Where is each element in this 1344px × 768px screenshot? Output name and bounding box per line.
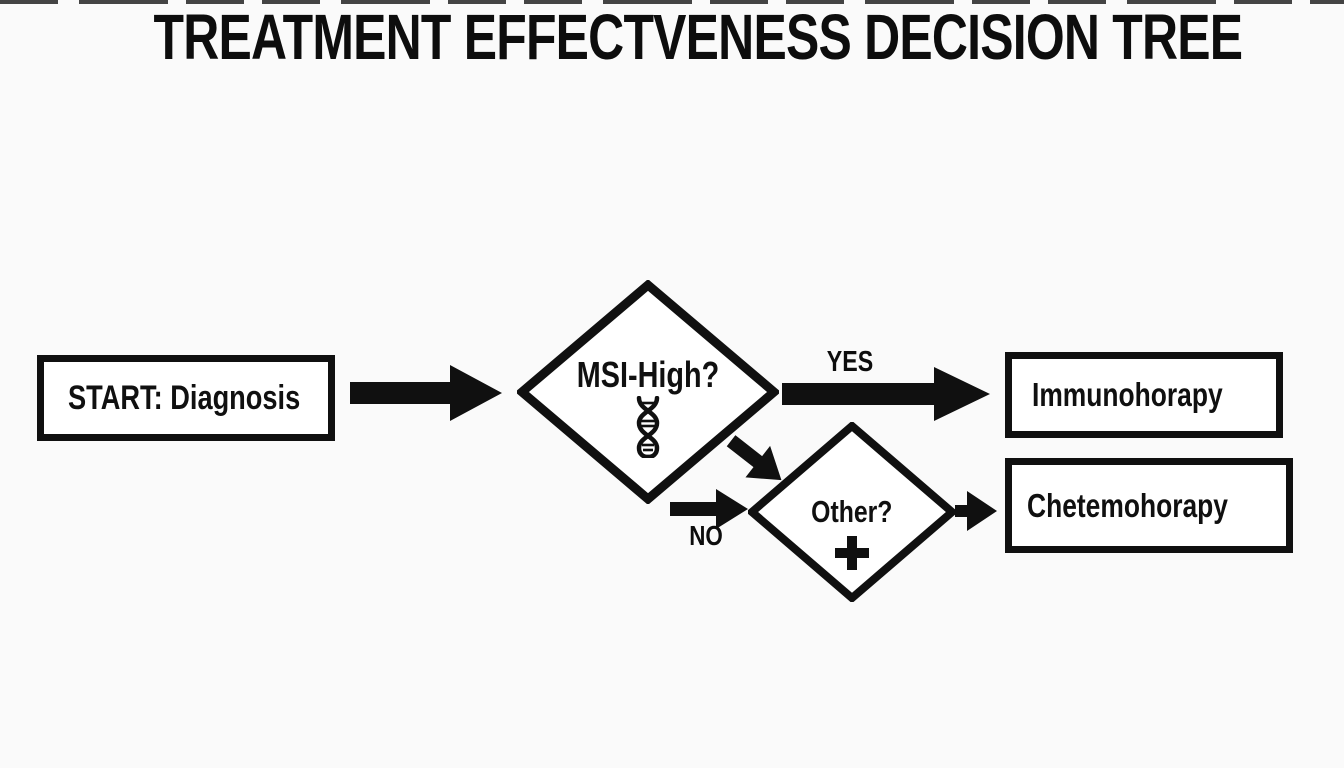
dna-helix-icon <box>631 395 665 463</box>
page-title: TREATMENT EFFECTVENESS DECISION TREE <box>0 0 1330 74</box>
arrow-start-to-msi <box>350 365 502 421</box>
node-chemotherapy-label: Chetemohorapy <box>1027 486 1228 524</box>
node-immunotherapy: Immunohorapy <box>1005 352 1283 438</box>
node-chemotherapy: Chetemohorapy <box>1005 458 1293 553</box>
node-msi-high: MSI-High? <box>517 280 779 504</box>
node-start: START: Diagnosis <box>37 355 335 441</box>
node-msi-high-label: MSI-High? <box>576 354 720 395</box>
arrow-no-to-other <box>670 489 748 529</box>
page-title-text: TREATMENT EFFECTVENESS DECISION TREE <box>153 1 1244 73</box>
arrow-other-to-chemotherapy <box>955 491 997 531</box>
node-other-label: Other? <box>811 494 893 529</box>
node-other: Other? <box>748 422 956 602</box>
diamond-shape <box>517 280 779 504</box>
diamond-shape <box>748 422 956 602</box>
edge-label-no: NO <box>689 520 723 551</box>
node-immunotherapy-label: Immunohorapy <box>1032 376 1223 413</box>
top-edge-artifact <box>0 0 1344 4</box>
plus-cross-icon <box>835 536 869 570</box>
edge-label-yes: YES <box>826 346 874 378</box>
arrow-msi-to-other-diagonal <box>726 435 782 481</box>
arrow-yes-to-immunotherapy <box>782 367 990 421</box>
node-start-label: START: Diagnosis <box>68 378 301 417</box>
